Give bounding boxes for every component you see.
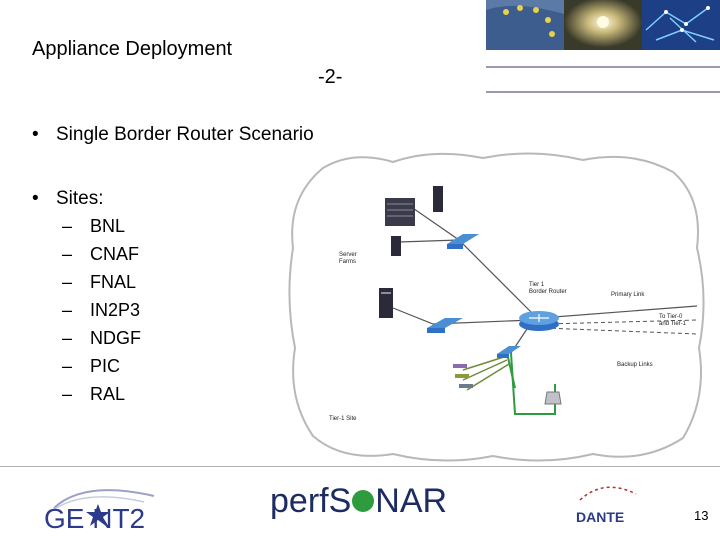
dash-glyph: – <box>62 244 73 264</box>
site-item: –BNL <box>62 216 125 237</box>
bullet-glyph: • <box>32 124 39 145</box>
server-icon <box>385 186 443 226</box>
label-backup-links: Backup Links <box>617 362 653 368</box>
site-item: –CNAF <box>62 244 139 265</box>
dash-glyph: – <box>62 300 73 320</box>
primary-link-line <box>540 305 698 319</box>
header-photo-banner <box>486 0 720 50</box>
perfsonar-dot-icon <box>352 490 375 512</box>
label-tier1-site: Tier-1 Site <box>329 416 357 422</box>
switch-icon <box>497 346 521 358</box>
footer-rule <box>0 466 720 467</box>
switch-icon <box>427 318 463 333</box>
site-cloud-outline <box>288 152 705 462</box>
eu-flag-icon <box>486 0 564 50</box>
perfsonar-logo-suffix: NAR <box>375 482 448 520</box>
site-name: IN2P3 <box>90 300 141 320</box>
bullet-item: • Single Border Router Scenario <box>32 124 314 146</box>
server-icon <box>453 364 473 388</box>
dash-glyph: – <box>62 356 73 376</box>
site-item: –PIC <box>62 356 120 377</box>
site-item: –NDGF <box>62 328 141 349</box>
geant2-logo: GE NT2 <box>44 478 174 539</box>
dash-glyph: – <box>62 328 73 348</box>
network-link <box>392 307 534 325</box>
bullet-glyph: • <box>32 188 39 209</box>
site-item: –IN2P3 <box>62 300 140 321</box>
dante-logo: DANTE <box>574 482 644 531</box>
network-map-icon <box>642 0 720 50</box>
site-item: –RAL <box>62 384 125 405</box>
site-name: RAL <box>90 384 126 404</box>
slide-subtitle: -2- <box>318 66 343 88</box>
server-icon <box>544 391 562 405</box>
bullet-text: Single Border Router Scenario <box>56 124 314 145</box>
label-server-farms: Server Farms <box>339 252 357 265</box>
network-diagram: Server Farms Tier 1 Border Router Primar… <box>283 148 709 466</box>
label-to-tier: To Tier-0 and Tier-1 <box>659 314 687 327</box>
site-name: PIC <box>90 356 121 376</box>
dash-glyph: – <box>62 216 73 236</box>
bullet-text: Sites: <box>56 188 104 209</box>
perfsonar-logo: perfS NAR <box>270 482 447 521</box>
light-bulb-icon <box>564 0 642 50</box>
router-icon <box>519 311 559 331</box>
dash-glyph: – <box>62 272 73 292</box>
backup-link-line <box>544 327 698 335</box>
header-rule <box>486 66 720 68</box>
bullet-item: • Sites: <box>32 188 104 210</box>
green-link-line <box>506 352 516 389</box>
server-icon <box>379 288 393 318</box>
site-name: FNAL <box>90 272 137 292</box>
site-item: –FNAL <box>62 272 136 293</box>
dante-logo-text: DANTE <box>576 509 624 525</box>
slide-title: Appliance Deployment <box>32 38 233 60</box>
network-link <box>398 239 460 243</box>
label-border-router: Tier 1 Border Router <box>529 282 567 295</box>
label-primary-link: Primary Link <box>611 292 645 298</box>
star-icon <box>86 504 110 526</box>
green-link-line <box>462 355 510 391</box>
site-name: CNAF <box>90 244 139 264</box>
site-name: BNL <box>90 216 126 236</box>
dash-glyph: – <box>62 384 73 404</box>
server-icon <box>391 236 401 256</box>
perfsonar-logo-prefix: perfS <box>270 482 352 520</box>
site-name: NDGF <box>90 328 141 348</box>
page-number: 13 <box>694 508 709 523</box>
header-rule <box>486 91 720 93</box>
switch-icon <box>447 234 479 249</box>
backup-link-line <box>544 319 698 325</box>
